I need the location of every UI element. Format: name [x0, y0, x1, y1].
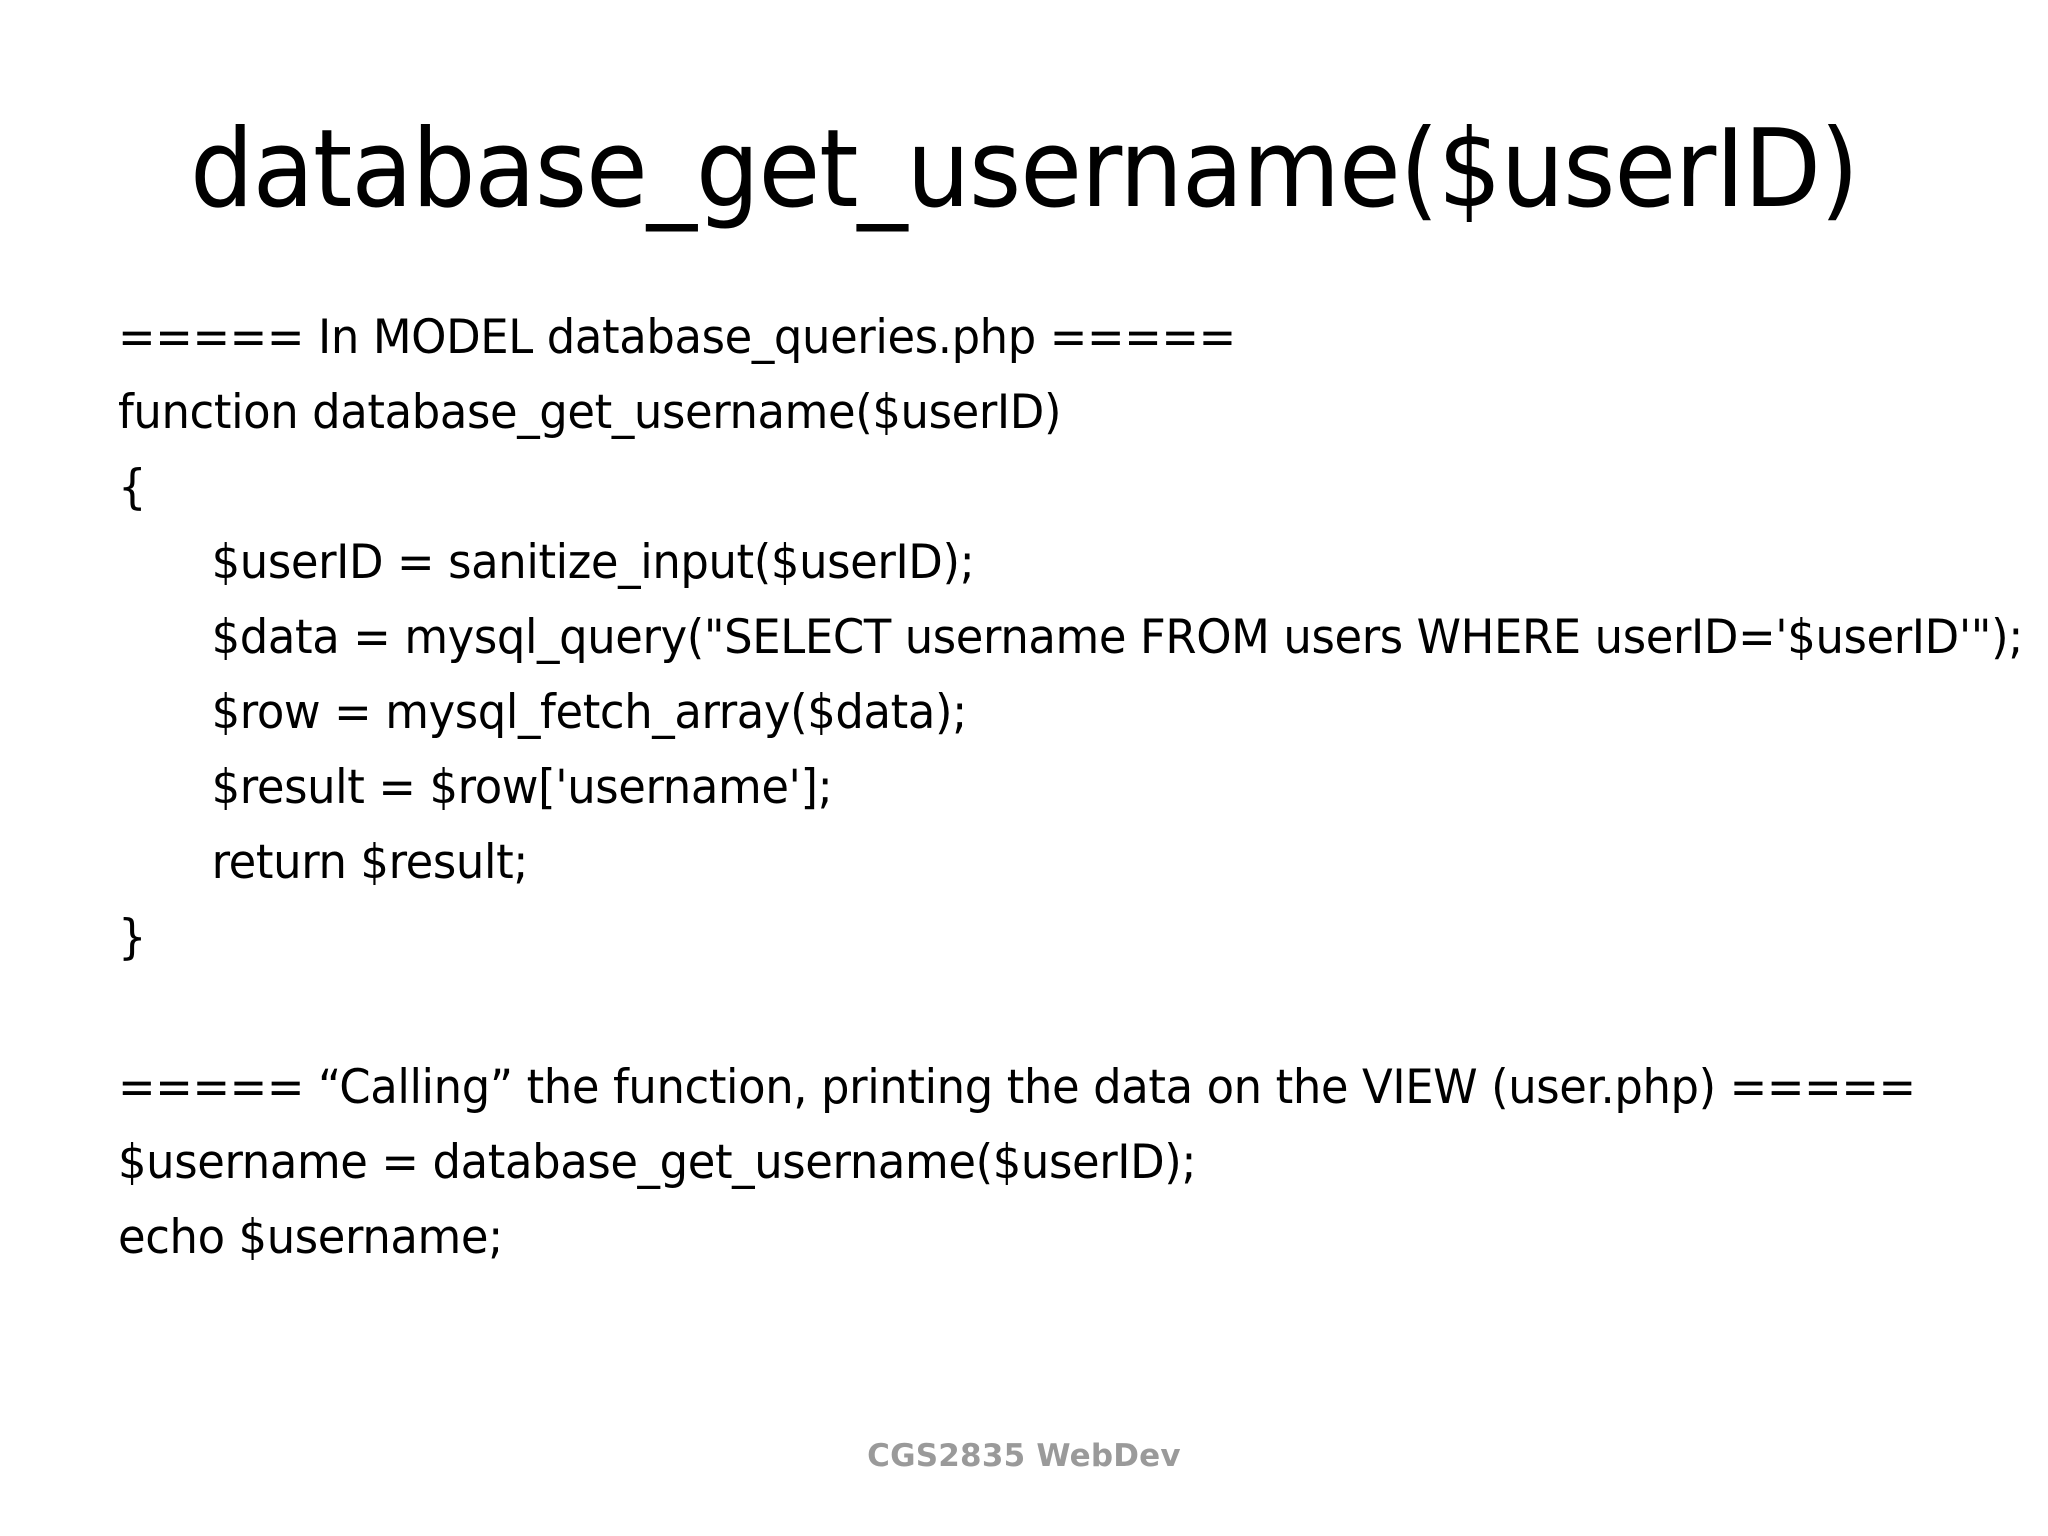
code-line: ===== “Calling” the function, printing t… [118, 1060, 1916, 1115]
code-line: function database_get_username($userID) [118, 385, 1062, 440]
code-line: } [118, 910, 147, 965]
code-line: echo $username; [118, 1210, 503, 1265]
code-line: $result = $row['username']; [211, 760, 833, 815]
slide-footer: CGS2835 WebDev [867, 1438, 1181, 1474]
code-line: ===== In MODEL database_queries.php ====… [118, 310, 1236, 365]
code-line: $userID = sanitize_input($userID); [211, 535, 975, 590]
code-line: $data = mysql_query("SELECT username FRO… [211, 610, 2024, 665]
code-line: $username = database_get_username($userI… [118, 1135, 1197, 1190]
slide-title: database_get_username($userID) [189, 107, 1859, 232]
slide-body-content: ===== In MODEL database_queries.php ====… [118, 300, 2024, 1275]
code-line: return $result; [211, 835, 529, 890]
code-line: $row = mysql_fetch_array($data); [211, 685, 968, 740]
code-line-blank [118, 975, 1894, 1050]
code-line: { [118, 460, 147, 515]
